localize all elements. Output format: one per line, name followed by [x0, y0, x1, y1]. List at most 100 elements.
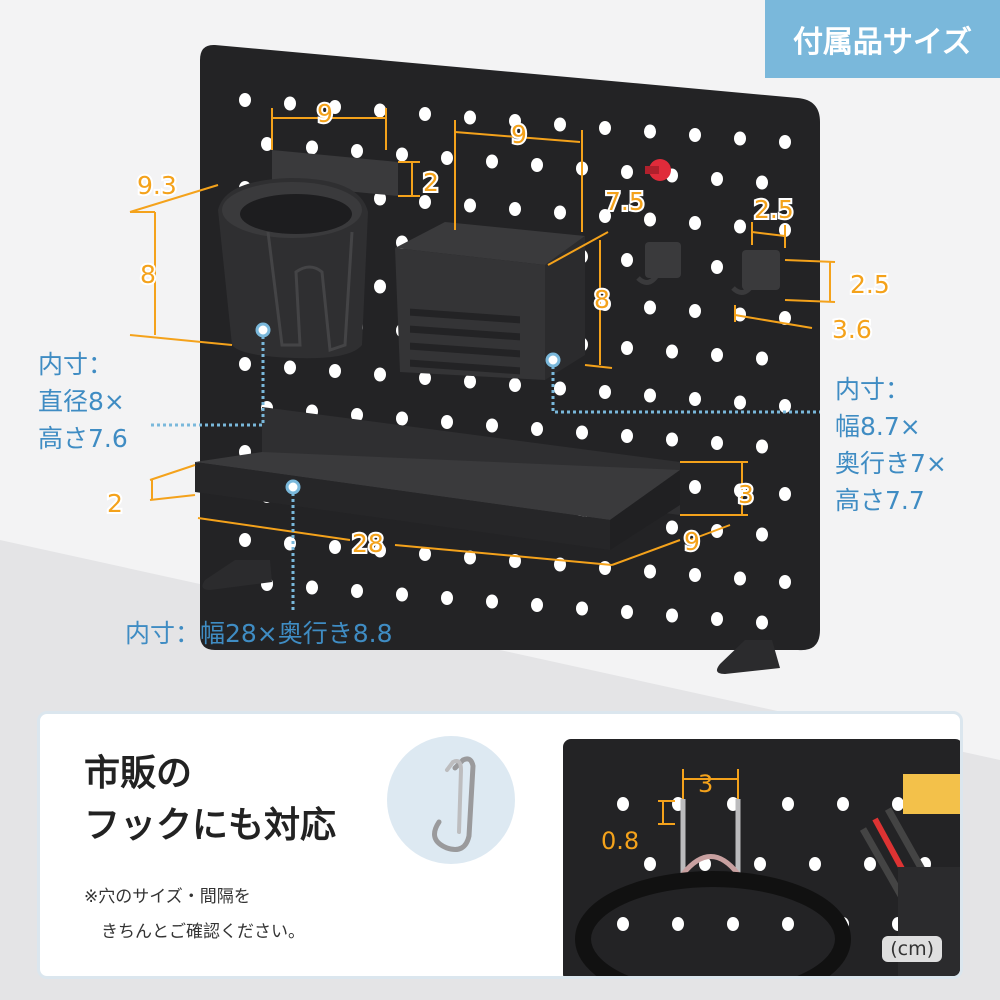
box-inner-note: 内寸： 幅8.7× 奥行き7× 高さ7.7 [835, 375, 947, 515]
peg-hole [621, 165, 633, 179]
peg-hole [351, 408, 363, 422]
red-pin [645, 159, 671, 181]
peg-hole [351, 584, 363, 598]
cup-holder [218, 150, 398, 359]
peg-hole [689, 304, 701, 318]
peg-hole [284, 96, 296, 111]
dim-tray-depth: 9 [684, 527, 700, 556]
dim-hook-width: 2.5 [754, 195, 794, 224]
card-peg-hole [727, 917, 739, 931]
hook-compat-card: 市販の フックにも対応 ※穴のサイズ・間隔を きちんとご確認ください。 3 0.… [37, 711, 963, 979]
peg-hole [374, 191, 386, 206]
peg-hole [396, 147, 408, 162]
peg-hole [441, 151, 453, 165]
peg-hole [509, 378, 521, 392]
peg-hole [374, 367, 386, 382]
peg-hole [621, 605, 633, 619]
card-peg-hole [644, 857, 656, 871]
peg-hole [779, 487, 791, 501]
peg-hole [306, 580, 318, 595]
peg-hole [689, 216, 701, 230]
peg-hole [666, 608, 678, 623]
peg-hole [666, 520, 678, 535]
peg-hole [486, 594, 498, 609]
peg-hole [689, 392, 701, 406]
dim-box-depth: 7.5 [605, 187, 645, 216]
peg-hole [374, 279, 386, 294]
peg-hole [329, 364, 341, 378]
dim-tray-depth-left: 2 [107, 489, 123, 518]
card-peg-hole [864, 857, 876, 871]
peg-hole [756, 351, 768, 366]
peg-hole [396, 411, 408, 426]
dim-box-width: 9 [511, 120, 527, 149]
peg-hole [734, 571, 746, 586]
peg-hole [441, 591, 453, 605]
dim-cup-height: 8 [140, 260, 156, 289]
card-hole-label: 0.8 [601, 827, 639, 855]
peg-hole [239, 93, 251, 107]
card-peg-hole [754, 857, 766, 871]
peg-hole [576, 601, 588, 616]
peg-hole [419, 371, 431, 385]
peg-hole [689, 568, 701, 582]
peg-hole [689, 128, 701, 142]
storage-box [395, 222, 585, 380]
section-badge: 付属品サイズ [765, 0, 1000, 78]
peg-hole [711, 172, 723, 186]
peg-hole [644, 212, 656, 227]
peg-hole [576, 425, 588, 440]
peg-hole [351, 144, 363, 158]
card-title: 市販の フックにも対応 [84, 753, 337, 846]
peg-hole [599, 297, 611, 311]
peg-hole [531, 158, 543, 172]
peg-hole [464, 550, 476, 565]
peg-hole [644, 124, 656, 139]
card-peg-hole [617, 917, 629, 931]
peg-hole [779, 135, 791, 149]
dim-cup-width: 9 [317, 99, 333, 128]
cup-leader-dot [255, 322, 271, 338]
dim-tray-height: 3 [738, 480, 754, 509]
peg-hole [261, 137, 273, 151]
card-peg-hole [837, 797, 849, 811]
peg-hole [419, 547, 431, 561]
unit-label: (cm) [882, 936, 942, 962]
peg-hole [779, 575, 791, 589]
peg-hole [711, 436, 723, 450]
peg-hole [531, 422, 543, 436]
peg-hole [779, 399, 791, 413]
peg-hole [734, 307, 746, 322]
peg-hole [306, 140, 318, 155]
peg-hole [464, 198, 476, 213]
peg-hole [621, 341, 633, 355]
peg-hole [374, 103, 386, 118]
dim-box-height: 8 [594, 285, 610, 314]
peg-hole [666, 344, 678, 359]
card-spacing-label: 3 [698, 770, 713, 798]
dim-cup-top: 2 [423, 168, 439, 197]
peg-hole [621, 429, 633, 443]
dim-cup-depth: 9.3 [137, 171, 177, 200]
dim-hook-depth: 3.6 [832, 315, 872, 344]
peg-hole [284, 360, 296, 375]
peg-hole [329, 540, 341, 554]
peg-hole [464, 374, 476, 389]
peg-hole [531, 598, 543, 612]
peg-hole [396, 587, 408, 602]
peg-hole [419, 195, 431, 209]
hook-photo: 3 0.8 [563, 739, 960, 976]
peg-hole [374, 543, 386, 558]
peg-hole [441, 415, 453, 429]
peg-hole [756, 439, 768, 454]
small-hooks [636, 242, 780, 295]
peg-hole [486, 154, 498, 169]
dimension-lines [129, 108, 836, 566]
peg-hole [734, 131, 746, 146]
peg-hole [711, 260, 723, 274]
card-note: ※穴のサイズ・間隔を きちんとご確認ください。 [84, 887, 305, 942]
peg-hole [711, 612, 723, 626]
peg-hole [554, 117, 566, 132]
peg-hole [509, 114, 521, 128]
peg-hole [666, 432, 678, 447]
